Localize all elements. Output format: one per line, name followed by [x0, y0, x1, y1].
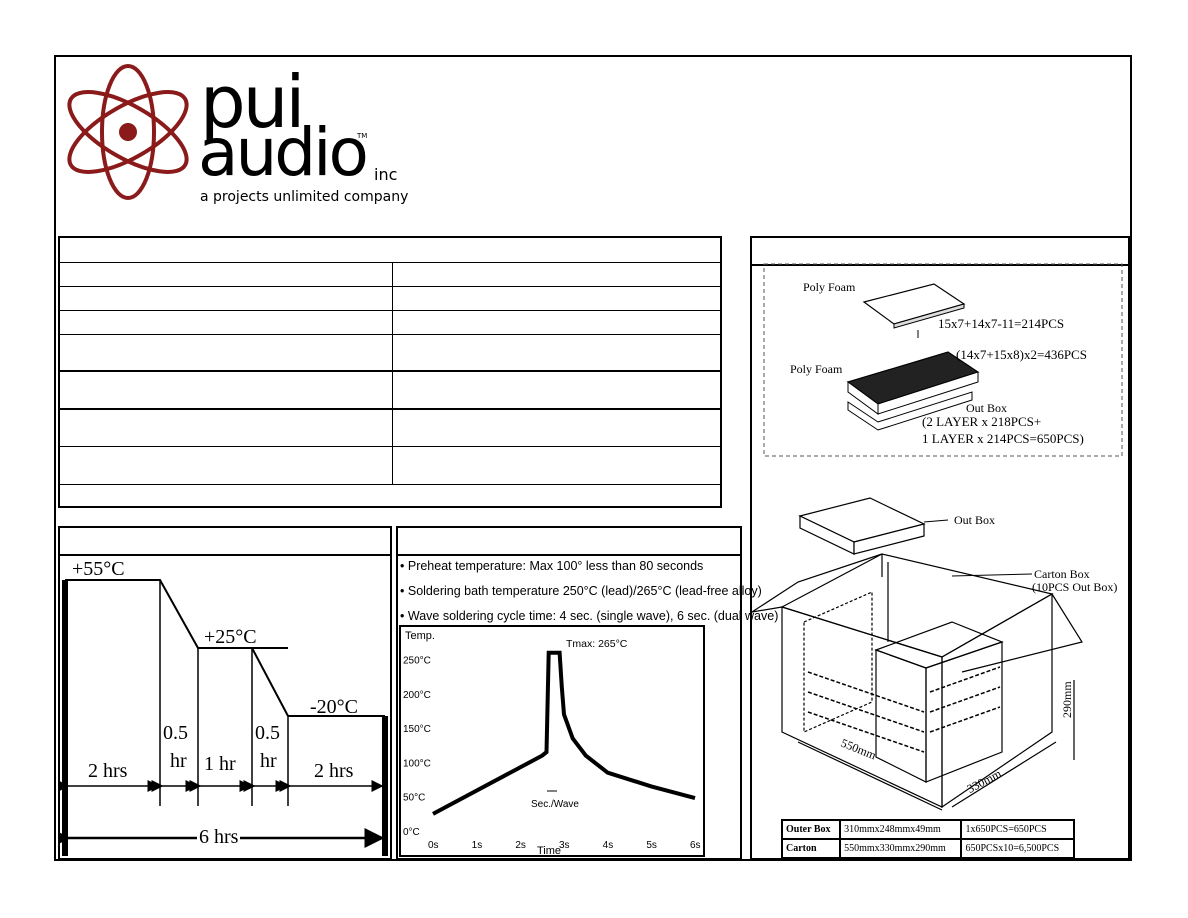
- brand-name-audio: audio: [198, 114, 369, 191]
- temp-label-mid: +25°C: [204, 626, 257, 648]
- temperature-curve: [432, 650, 696, 816]
- y-tick-label: 250°C: [403, 656, 431, 667]
- x-tick-label: 3s: [559, 840, 570, 851]
- document-frame: [54, 55, 1132, 861]
- layer-summary-line: (2 LAYER x 218PCS+: [922, 414, 1042, 429]
- trademark-mark: TM: [357, 132, 368, 140]
- layer-summary-line: 1 LAYER x 214PCS=650PCS): [922, 431, 1084, 446]
- panel-header: [398, 528, 740, 556]
- x-tick-label: 2s: [515, 840, 526, 851]
- bullet-item: • Soldering bath temperature 250°C (lead…: [400, 584, 762, 598]
- y-axis-label: Temp.: [405, 630, 435, 642]
- spec-table: [58, 236, 722, 508]
- poly-foam-label: Poly Foam: [790, 362, 843, 376]
- brand-tagline: a projects unlimited company: [200, 189, 409, 205]
- duration-label: 2 hrs: [88, 760, 128, 783]
- soldering-bullets: • Preheat temperature: Max 100° less tha…: [400, 556, 779, 631]
- table-row: [60, 484, 720, 485]
- table-row: [60, 286, 720, 287]
- bullet-item: • Wave soldering cycle time: 4 sec. (sin…: [400, 609, 779, 623]
- duration-label: 1 hr: [204, 753, 236, 776]
- table-row: Carton 550mmx330mmx290mm 650PCSx10=6,500…: [782, 839, 1074, 858]
- y-tick-label: 50°C: [403, 793, 425, 804]
- x-tick-label: 1s: [472, 840, 483, 851]
- table-row: [60, 334, 720, 335]
- total-duration-label: 6 hrs: [197, 826, 241, 849]
- chart-border: [399, 625, 705, 857]
- x-tick-label: 4s: [603, 840, 614, 851]
- duration-label: 0.5: [255, 722, 280, 744]
- table-row: Outer Box 310mmx248mmx49mm 1x650PCS=650P…: [782, 820, 1074, 839]
- table-row: [60, 370, 720, 372]
- y-tick-label: 100°C: [403, 758, 431, 769]
- duration-label: hr: [260, 750, 277, 772]
- duration-label: 2 hrs: [314, 760, 354, 783]
- brand-name-pui: pui: [200, 60, 305, 144]
- bullet-item: • Preheat temperature: Max 100° less tha…: [400, 559, 704, 573]
- dimension-height-label: 290mm: [1060, 681, 1074, 718]
- thermal-shock-panel: [58, 526, 392, 860]
- packaging-spec-table: Outer Box 310mmx248mmx49mm 1x650PCS=650P…: [781, 819, 1075, 859]
- tmax-annotation: Tmax: 265°C: [566, 638, 628, 650]
- out-box-label: Out Box: [966, 401, 1008, 415]
- temp-label-low: -20°C: [310, 696, 358, 718]
- soldering-panel: [396, 526, 742, 860]
- y-tick-label: 150°C: [403, 724, 431, 735]
- panel-header: [752, 238, 1128, 266]
- out-box-label: Out Box: [954, 513, 996, 527]
- y-tick-label: 200°C: [403, 690, 431, 701]
- carton-box-label: Carton Box: [1034, 567, 1090, 581]
- carton-box-sublabel: (10PCS Out Box): [1032, 580, 1118, 594]
- x-tick-label: 5s: [646, 840, 657, 851]
- soldering-profile-chart: 0°C 50°C 100°C 150°C 200°C 250°C 0s 1s 2s 3s 4s 5s…: [399, 625, 705, 857]
- panel-header: [60, 528, 390, 556]
- sec-wave-annotation: Sec./Wave: [531, 799, 579, 810]
- packaging-panel: [750, 236, 1130, 860]
- layer-count-label: (14x7+15x8)x2=436PCS: [956, 347, 1087, 362]
- x-tick-label: 0s: [428, 840, 439, 851]
- y-tick-label: 0°C: [403, 827, 420, 838]
- table-row: [60, 408, 720, 410]
- table-row: [60, 446, 720, 447]
- poly-foam-label: Poly Foam: [803, 280, 856, 294]
- brand-suffix-inc: inc: [374, 165, 398, 184]
- packaging-diagram: [752, 263, 1123, 811]
- atom-logo-icon: [67, 64, 189, 200]
- temp-label-high: +55°C: [72, 558, 125, 580]
- table-row: [60, 310, 720, 311]
- table-row: [60, 262, 720, 263]
- duration-label: hr: [170, 750, 187, 772]
- duration-label: 0.5: [163, 722, 188, 744]
- table-column-divider: [392, 262, 393, 484]
- layer-count-label: 15x7+14x7-11=214PCS: [938, 316, 1065, 331]
- x-axis-label: Time: [537, 845, 561, 857]
- x-tick-label: 6s: [690, 840, 701, 851]
